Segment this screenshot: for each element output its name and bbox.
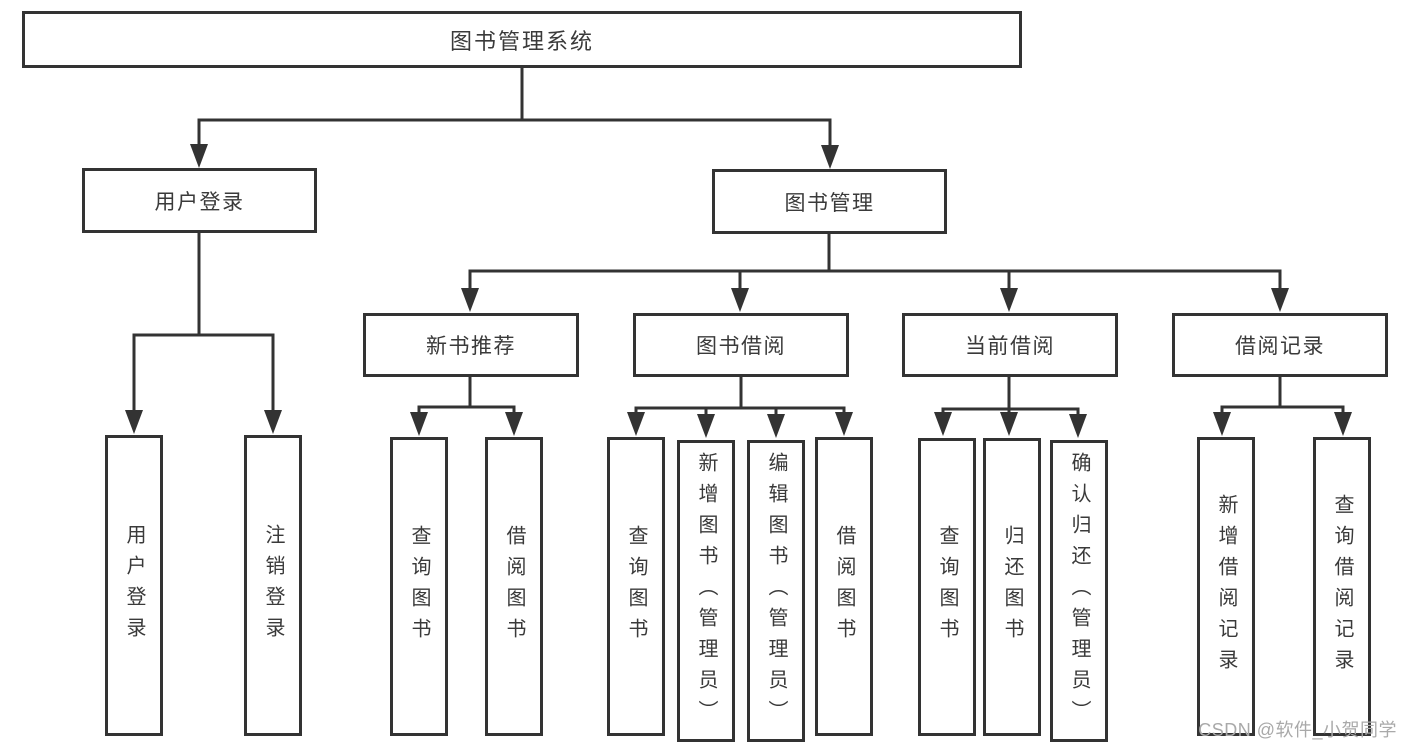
leaf-add-borrow-record: 新增借阅记录 xyxy=(1197,437,1255,736)
arrowhead xyxy=(934,412,952,436)
leaf-return-book-label: 归还图书 xyxy=(1001,525,1023,649)
connector-user-login-to-leaves xyxy=(132,231,275,414)
arrowhead xyxy=(1334,412,1352,436)
arrowhead xyxy=(461,288,479,312)
node-user-login: 用户登录 xyxy=(82,168,317,233)
leaf-add-book-admin-label: 新增图书（管理员） xyxy=(695,451,717,731)
arrowhead xyxy=(410,412,428,436)
leaf-newbooks-query-book-label: 查询图书 xyxy=(408,524,430,649)
leaf-user-login-label: 用户登录 xyxy=(123,523,145,648)
connector-book-borrow-to-leaves xyxy=(634,375,846,418)
node-book-management: 图书管理 xyxy=(712,169,947,234)
leaf-logout: 注销登录 xyxy=(244,435,302,736)
arrowhead xyxy=(1000,412,1018,436)
arrowhead xyxy=(821,145,839,169)
connector-current-borrow-to-leaves xyxy=(941,375,1080,418)
connector-borrow-records-to-leaves xyxy=(1220,375,1345,416)
arrowhead xyxy=(835,412,853,436)
leaf-newbooks-query-book: 查询图书 xyxy=(390,437,448,736)
node-library-system: 图书管理系统 xyxy=(22,11,1022,68)
node-book-management-label: 图书管理 xyxy=(784,191,875,215)
leaf-borrow-book: 借阅图书 xyxy=(815,437,873,736)
connector-new-books-to-leaves xyxy=(417,375,516,416)
arrowhead xyxy=(767,414,785,438)
leaf-user-login: 用户登录 xyxy=(105,435,163,736)
leaf-return-book: 归还图书 xyxy=(983,438,1041,736)
leaf-confirm-return-admin-label: 确认归还（管理员） xyxy=(1068,451,1090,731)
arrowhead xyxy=(190,144,208,168)
node-book-borrow: 图书借阅 xyxy=(633,313,849,377)
connector-root-to-level2 xyxy=(197,66,832,149)
leaf-confirm-return-admin: 确认归还（管理员） xyxy=(1050,440,1108,742)
arrowhead xyxy=(731,288,749,312)
node-new-book-recommend: 新书推荐 xyxy=(363,313,579,377)
leaf-current-query-book: 查询图书 xyxy=(918,438,976,736)
leaf-add-borrow-record-label: 新增借阅记录 xyxy=(1215,493,1237,680)
leaf-borrow-book-label: 借阅图书 xyxy=(833,524,855,649)
arrowhead xyxy=(1271,288,1289,312)
leaf-newbooks-borrow-book: 借阅图书 xyxy=(485,437,543,736)
leaf-borrow-query-book-label: 查询图书 xyxy=(625,524,647,649)
leaf-edit-book-admin-label: 编辑图书（管理员） xyxy=(765,451,787,731)
node-user-login-label: 用户登录 xyxy=(154,190,245,214)
node-library-system-label: 图书管理系统 xyxy=(449,28,594,54)
node-new-book-recommend-label: 新书推荐 xyxy=(426,335,516,358)
leaf-logout-label: 注销登录 xyxy=(262,523,284,648)
arrowhead xyxy=(627,412,645,436)
node-borrow-records-label: 借阅记录 xyxy=(1235,335,1325,358)
node-book-borrow-label: 图书借阅 xyxy=(696,335,786,358)
arrowhead xyxy=(264,410,282,434)
csdn-watermark: CSDN @软件_小贺同学 xyxy=(1198,720,1397,740)
arrowhead xyxy=(505,412,523,436)
leaf-query-borrow-record-label: 查询借阅记录 xyxy=(1331,493,1353,680)
node-current-borrow-label: 当前借阅 xyxy=(965,335,1055,358)
leaf-edit-book-admin: 编辑图书（管理员） xyxy=(747,440,805,742)
node-borrow-records: 借阅记录 xyxy=(1172,313,1388,377)
arrowhead xyxy=(1069,414,1087,438)
connector-book-mgmt-to-level3 xyxy=(468,232,1282,292)
leaf-add-book-admin: 新增图书（管理员） xyxy=(677,440,735,742)
arrowhead xyxy=(1213,412,1231,436)
leaf-borrow-query-book: 查询图书 xyxy=(607,437,665,736)
leaf-newbooks-borrow-book-label: 借阅图书 xyxy=(503,524,525,649)
leaf-current-query-book-label: 查询图书 xyxy=(936,525,958,649)
arrowhead xyxy=(697,414,715,438)
arrowhead xyxy=(1000,288,1018,312)
arrowhead xyxy=(125,410,143,434)
leaf-query-borrow-record: 查询借阅记录 xyxy=(1313,437,1371,736)
node-current-borrow: 当前借阅 xyxy=(902,313,1118,377)
